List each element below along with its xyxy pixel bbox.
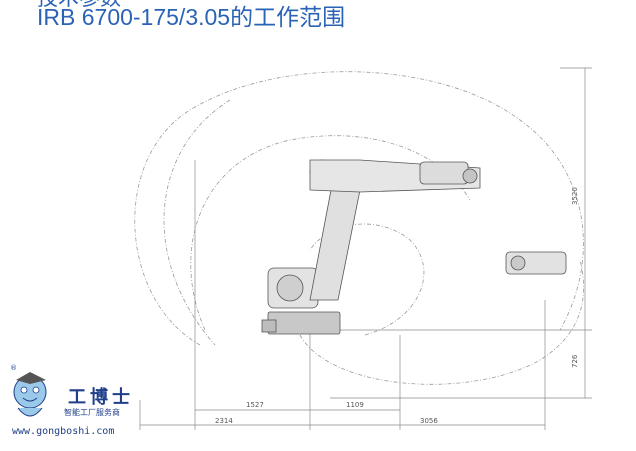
reach-total-left-label: 2314 [215, 417, 233, 425]
registered-mark: ® [10, 364, 17, 372]
height-lower-label: 726 [571, 354, 579, 368]
reach-total-right-label: 3056 [420, 417, 438, 425]
brand-watermark: ® 工博士 智能工厂服务商 www.gongboshi.com [8, 364, 138, 446]
mascot-icon [13, 372, 47, 417]
robot-arm-illustration [261, 159, 481, 335]
lower-envelope-arc [299, 259, 584, 385]
reach-inner-right-label: 1109 [346, 401, 364, 409]
spiral-inner-arc [309, 223, 425, 336]
section-heading-partial: 技术参数 [37, 0, 121, 12]
brand-tagline: 智能工厂服务商 [64, 408, 120, 417]
height-upper-label: 3520 [571, 187, 579, 205]
brand-url: www.gongboshi.com [12, 426, 115, 437]
reach-inner-left-label: 1527 [246, 401, 264, 409]
left-sweep-arc [163, 99, 231, 346]
wrist-pose-illustration [505, 251, 567, 275]
outer-envelope-arc [134, 71, 584, 346]
brand-name: 工博士 [68, 387, 134, 408]
page-title: IRB 6700-175/3.05的工作范围 [37, 4, 346, 30]
inner-envelope-arc [190, 135, 471, 331]
